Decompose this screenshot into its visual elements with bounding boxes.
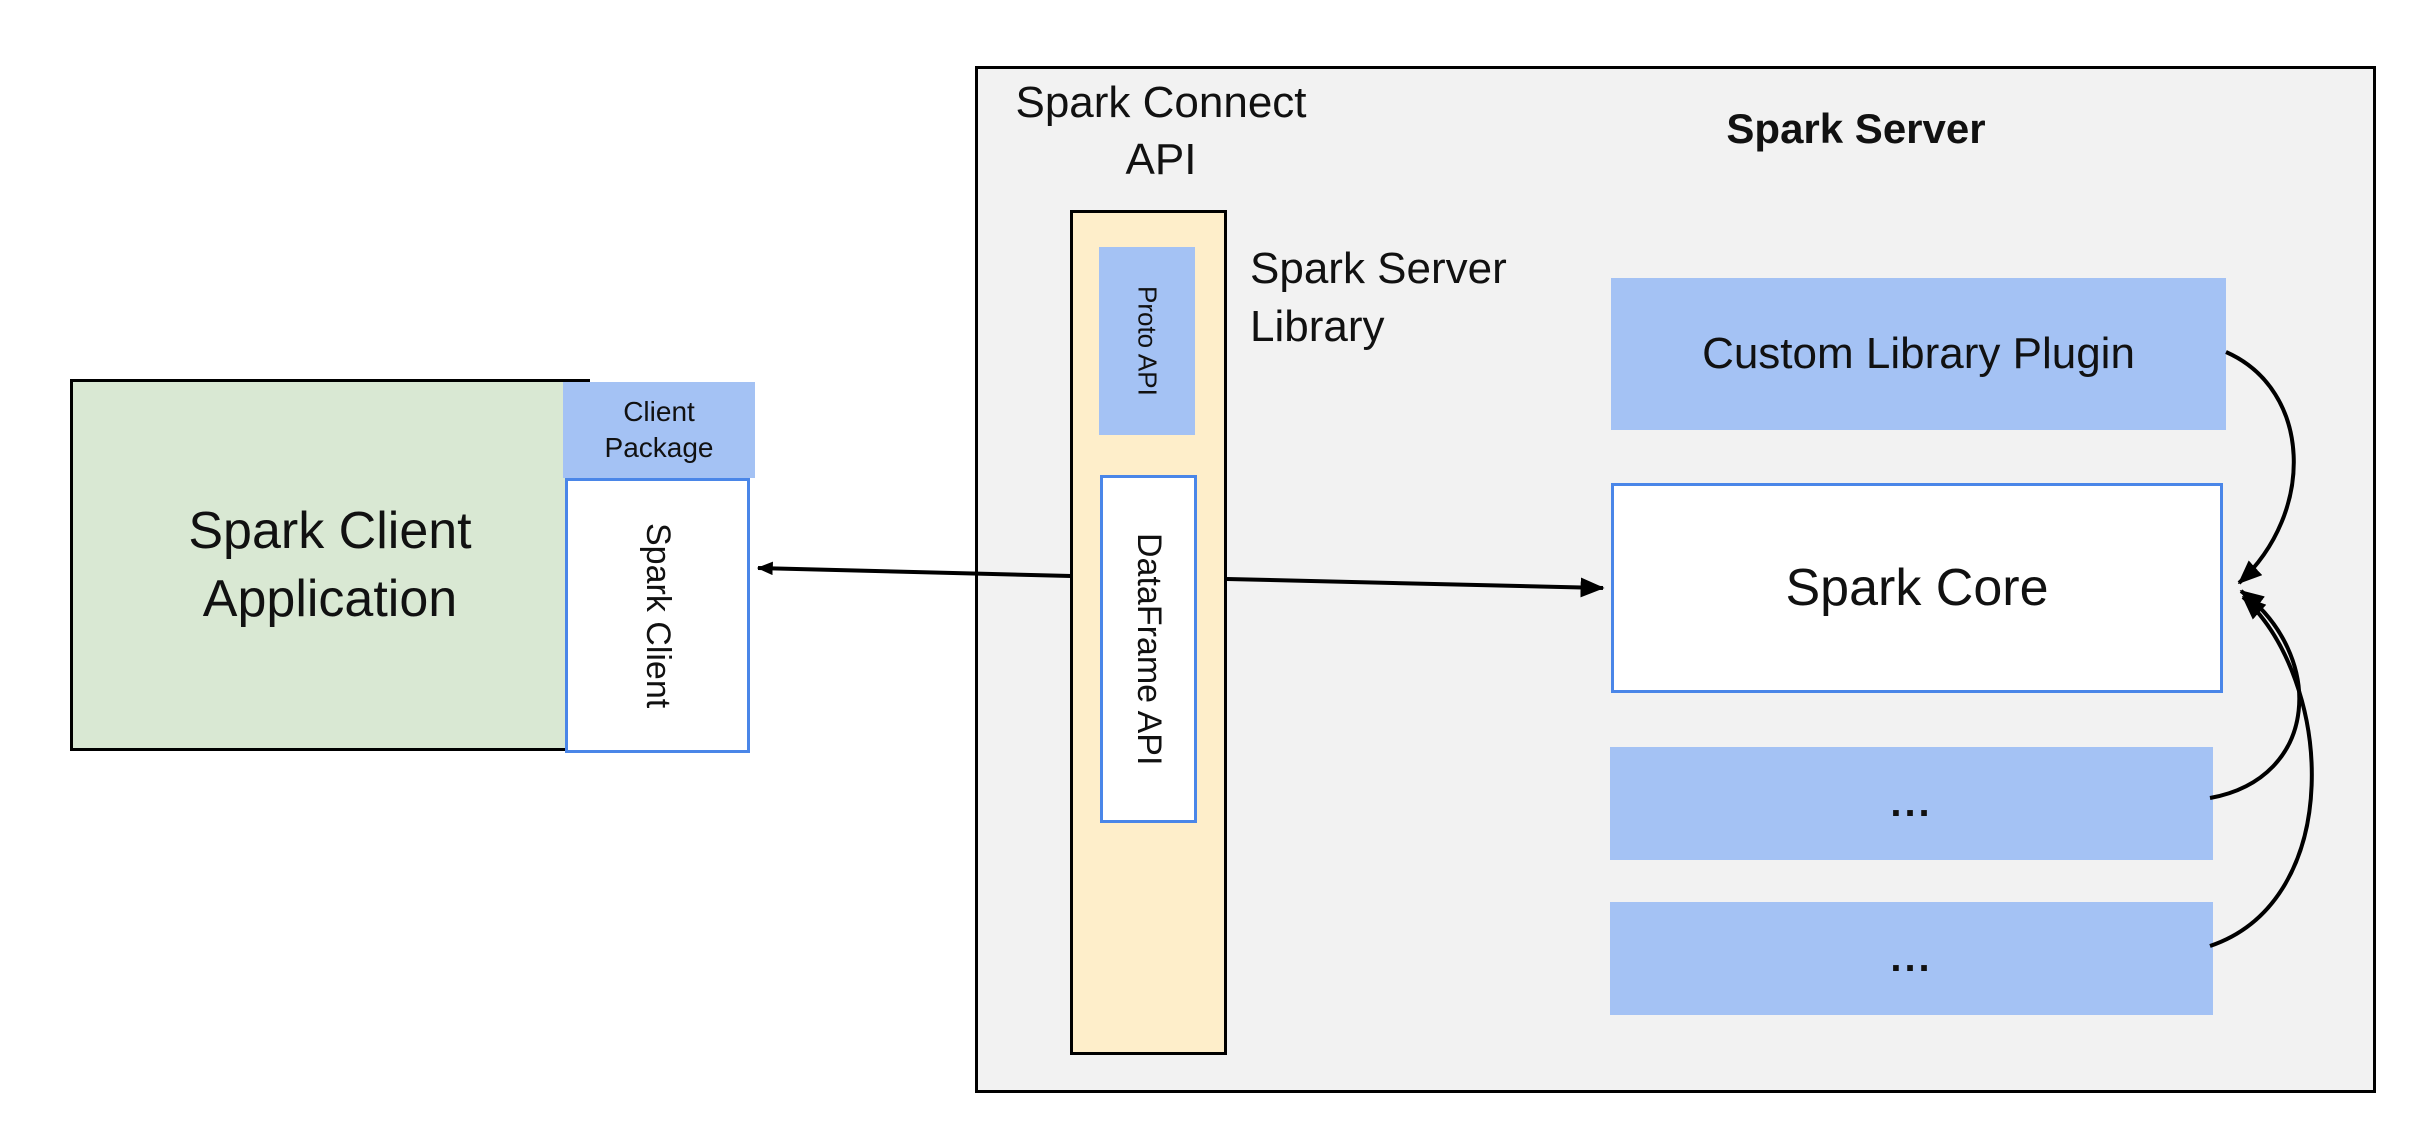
- server-module-2-label: ...: [1890, 936, 1933, 980]
- spark-server-library-label: Spark Server Library: [1250, 244, 1507, 351]
- dataframe-api-label: DataFrame API: [1130, 532, 1168, 766]
- spark-server-title: Spark Server: [1726, 105, 1986, 152]
- dataframe-api-box: DataFrame API: [1100, 475, 1197, 823]
- proto-api-label: Proto API: [1132, 286, 1163, 396]
- server-module-1-label: ...: [1890, 781, 1933, 825]
- proto-api-box: Proto API: [1099, 247, 1195, 435]
- client-package-box: Client Package: [563, 382, 755, 478]
- spark-client-label: Spark Client: [639, 522, 677, 709]
- server-module-box-2: ...: [1610, 902, 2213, 1015]
- custom-library-plugin-label: Custom Library Plugin: [1702, 329, 2135, 378]
- spark-core-box: Spark Core: [1611, 483, 2223, 693]
- spark-connect-api-title: Spark Connect API: [1015, 78, 1307, 184]
- spark-client-application-label: Spark Client Application: [188, 502, 472, 628]
- spark-client-box: Spark Client: [565, 478, 750, 753]
- spark-core-label: Spark Core: [1785, 559, 2049, 617]
- spark-client-application-box: Spark Client Application: [70, 379, 590, 751]
- server-module-box-1: ...: [1610, 747, 2213, 860]
- client-package-label: Client Package: [604, 396, 714, 463]
- custom-library-plugin-box: Custom Library Plugin: [1611, 278, 2226, 430]
